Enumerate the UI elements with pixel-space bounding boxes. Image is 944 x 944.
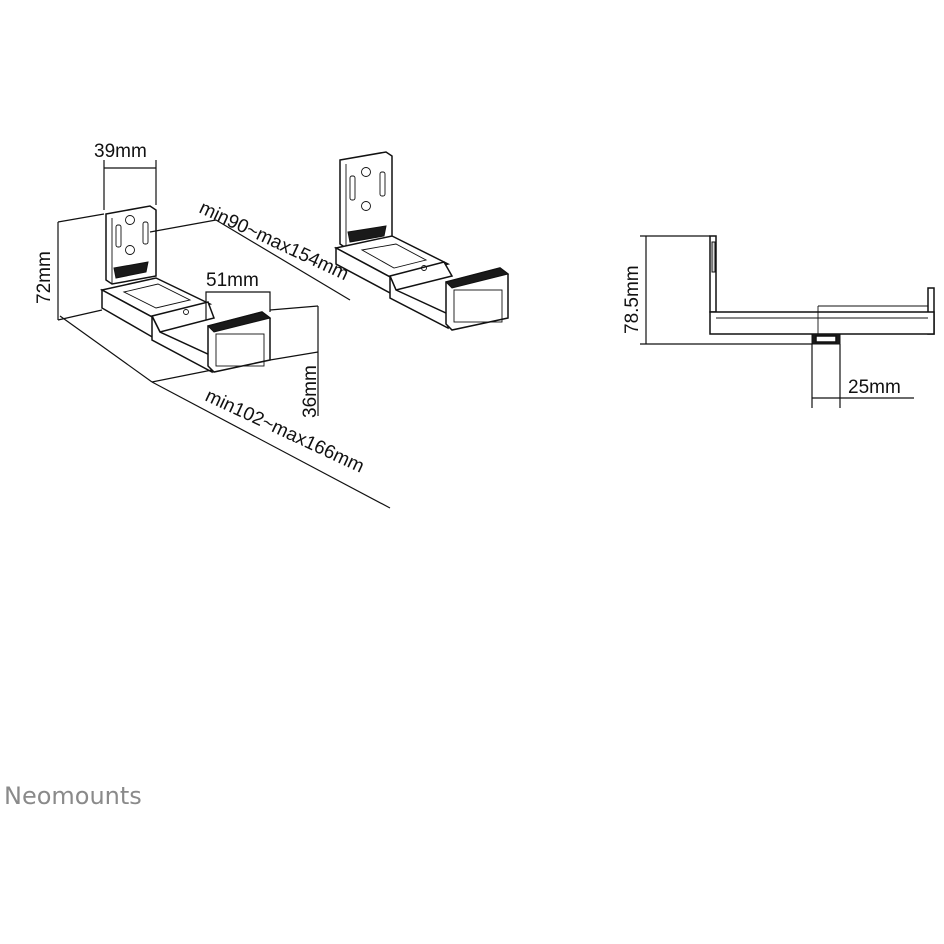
dim-label-width-top: 39mm (94, 141, 147, 162)
dim-label-lip-height: 36mm (300, 365, 321, 418)
dim-label-side-width: 25mm (848, 377, 901, 398)
brand-logo: Neomounts (4, 782, 142, 810)
dim-label-depth-outer: min102~max166mm (202, 385, 367, 477)
dim-label-lip-width: 51mm (206, 270, 259, 291)
left-bracket (99, 205, 272, 374)
dim-label-side-height: 78.5mm (622, 265, 643, 334)
dim-label-height-left: 72mm (34, 251, 55, 304)
middle-bracket (333, 151, 510, 331)
dimension-lines (57, 160, 914, 509)
side-view-bracket (709, 235, 935, 345)
